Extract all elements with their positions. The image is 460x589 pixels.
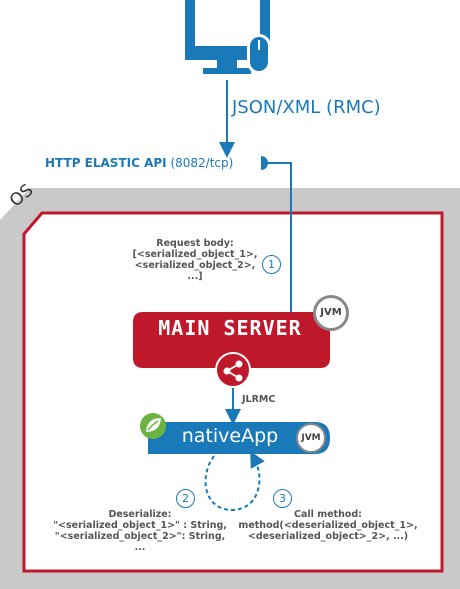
request-note-line-2: [<serialized_object_1>, bbox=[132, 249, 258, 260]
spring-leaf-icon bbox=[140, 413, 166, 439]
deserialize-note-line-1: Deserialize: bbox=[108, 509, 172, 520]
call-note-line-1: Call method: bbox=[294, 509, 362, 520]
deserialize-note-line-2: "<serialized_object_1>" : String, bbox=[53, 520, 227, 531]
desktop-computer-with-mouse-icon bbox=[185, 0, 271, 74]
step-1-badge: 1 bbox=[262, 255, 281, 274]
main-server-box bbox=[133, 312, 330, 368]
call-note-line-3: <deserialized_object>_2>, ...) bbox=[247, 531, 409, 542]
native-app-box bbox=[148, 422, 330, 454]
deserialize-loop-arrow bbox=[204, 450, 265, 512]
request-body-note: Request body: [<serialized_object_1>, <s… bbox=[120, 238, 270, 282]
request-note-line-3: <serialized_object_2>, bbox=[134, 260, 256, 271]
deserialize-note-line-4: ... bbox=[134, 542, 146, 553]
top-arrow-label: JSON/XML (RMC) bbox=[232, 97, 381, 118]
call-method-note: Call method: method(<deserialized_object… bbox=[238, 509, 418, 542]
request-note-line-4: ...] bbox=[187, 271, 203, 282]
jlrmc-label: JLRMC bbox=[242, 394, 276, 405]
api-connector-line bbox=[262, 162, 292, 312]
api-name: HTTP ELASTIC API bbox=[45, 156, 167, 170]
api-port: (8082/tcp) bbox=[170, 156, 234, 170]
step-2-badge: 2 bbox=[176, 489, 195, 508]
share-nodes-icon bbox=[215, 352, 251, 388]
request-note-line-1: Request body: bbox=[156, 238, 234, 249]
main-server-label: MAIN SERVER bbox=[158, 316, 302, 340]
deserialize-note: Deserialize: "<serialized_object_1>" : S… bbox=[50, 509, 230, 553]
api-label: HTTP ELASTIC API (8082/tcp) bbox=[45, 156, 233, 170]
main-server-jvm-badge: JVM bbox=[313, 295, 349, 331]
call-note-line-2: method(<deserialized_object_1>, bbox=[238, 520, 418, 531]
step-3-badge: 3 bbox=[273, 489, 292, 508]
native-app-jvm-badge: JVM bbox=[296, 423, 326, 453]
deserialize-note-line-3: "<serialized_object_2>": String, bbox=[54, 531, 226, 542]
native-app-label: nativeApp bbox=[181, 425, 279, 447]
